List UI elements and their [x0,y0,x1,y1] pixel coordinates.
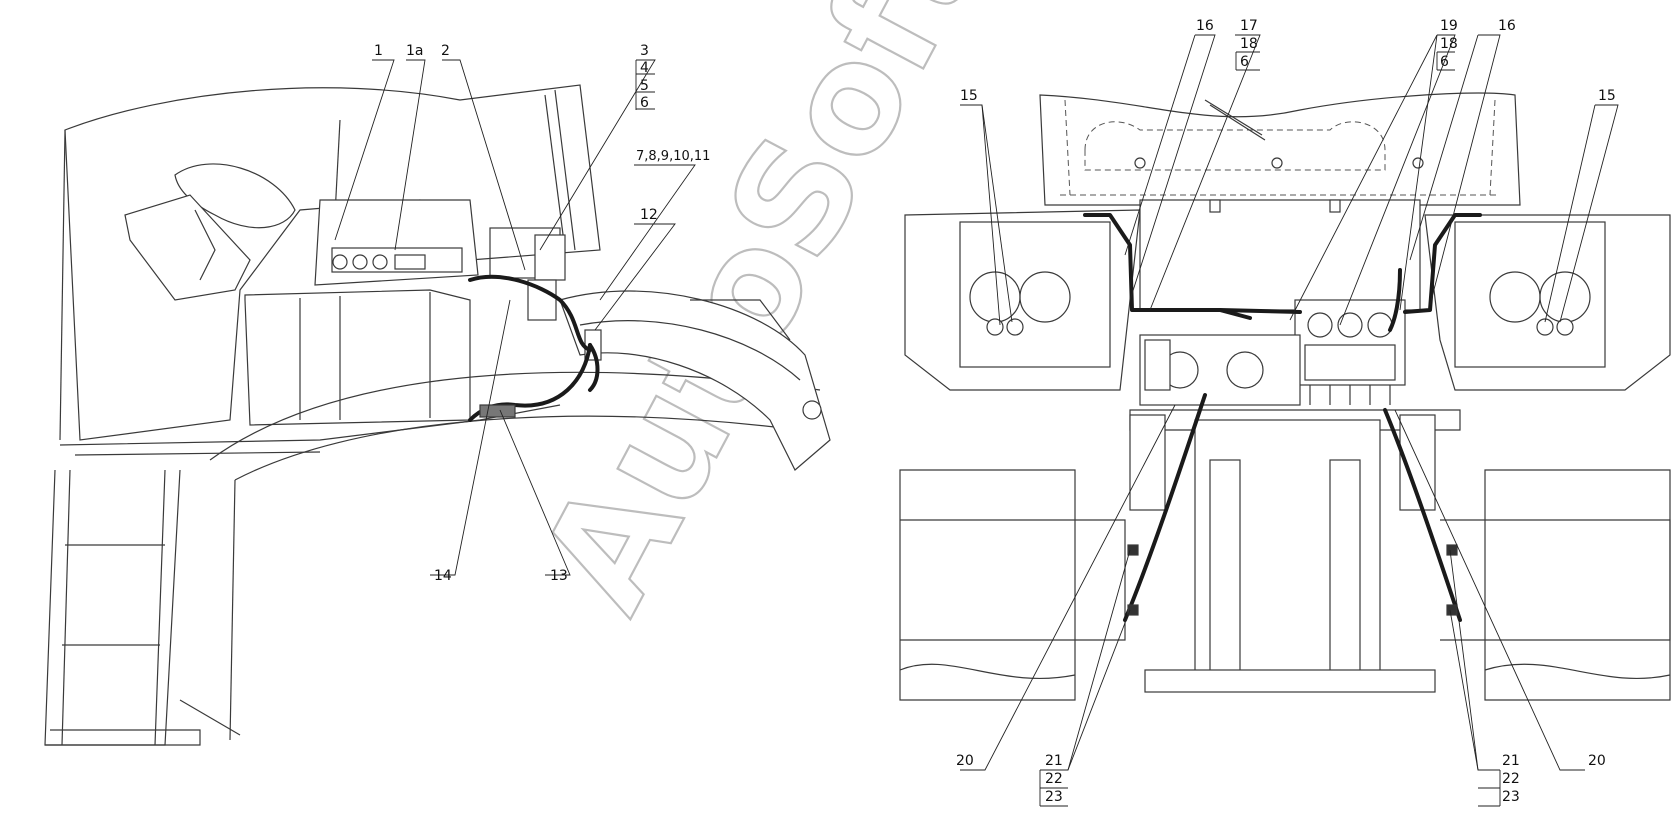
callout-7-11: 7,8,9,10,11 [636,149,710,164]
callout-6: 6 [640,95,649,111]
callout-21-right: 21 [1502,753,1520,769]
callout-14: 14 [434,568,452,584]
callout-21-left: 21 [1045,753,1063,769]
callout-4: 4 [640,60,649,76]
callout-18-right: 18 [1440,36,1458,52]
right-view-leaders [960,34,1619,771]
callout-19: 19 [1440,18,1458,34]
left-view-leaders [334,59,696,576]
callout-15-left: 15 [960,88,978,104]
callout-23-right: 23 [1502,789,1520,805]
callout-1a: 1a [406,43,424,59]
left-view-cabin [44,84,831,746]
right-view-rear [899,92,1671,701]
callout-13: 13 [550,568,568,584]
callout-16-left: 16 [1196,18,1214,34]
callout-17: 17 [1240,18,1258,34]
callout-6-right: 6 [1440,54,1449,70]
callout-22-right: 22 [1502,771,1520,787]
callout-23-left: 23 [1045,789,1063,805]
right-view-callouts: 16 17 18 6 19 18 6 16 15 15 20 20 21 22 … [956,18,1616,807]
callout-22-left: 22 [1045,771,1063,787]
callout-2: 2 [441,43,450,59]
callout-5: 5 [640,78,649,94]
left-view-callouts: 1 1a 2 3 4 5 6 7,8,9,10,11 12 13 14 [374,43,710,584]
callout-12: 12 [640,207,658,223]
callout-1: 1 [374,43,383,59]
callout-20-right: 20 [1588,753,1606,769]
callout-15-right: 15 [1598,88,1616,104]
callout-6-left: 6 [1240,54,1249,70]
callout-20-left: 20 [956,753,974,769]
callout-3: 3 [640,43,649,59]
callout-16-right: 16 [1498,18,1516,34]
callout-18-left: 18 [1240,36,1258,52]
